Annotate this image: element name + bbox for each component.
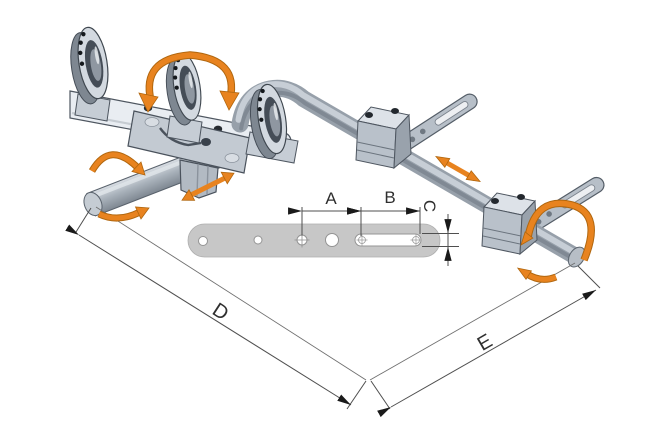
dim-label-D: D (208, 299, 232, 325)
plate-hole-4 (325, 233, 339, 247)
rotate-arrow-left-rod-upper-icon (88, 151, 146, 176)
right-rod-end-cap (567, 246, 586, 268)
drilled-flat-plate (187, 223, 441, 258)
clamp-screw (391, 108, 399, 114)
clamp-screw (517, 194, 525, 200)
clamp-screw (491, 198, 499, 204)
rotate-arrow-right-rod-upper-icon (520, 199, 595, 262)
dim-label-E: E (474, 330, 497, 356)
center-cross-clamp (127, 110, 251, 174)
dim-label-A: A (325, 189, 337, 208)
plate-hole-2 (253, 235, 263, 245)
arm-slot (434, 101, 469, 126)
motion-arrows (88, 51, 595, 283)
clamp-screw (365, 112, 373, 118)
left-rod-end-cap (83, 191, 103, 217)
slide-arrow-center-clamp-icon (181, 171, 235, 201)
dim-label-C: C (420, 200, 439, 212)
plate-hole-1 (198, 236, 208, 246)
arm-hole (419, 128, 426, 135)
dim-line-D (65, 224, 352, 406)
arm-hole (409, 136, 416, 143)
arm-hole (546, 211, 552, 217)
clamp-block-1 (355, 106, 412, 170)
dim-label-B: B (384, 188, 395, 207)
cam-pin (201, 138, 211, 146)
rotate-arrow-middle-ring-icon (138, 51, 240, 113)
slide-arrow-right-rod-icon (435, 155, 481, 183)
rotate-arrow-right-rod-lower-icon (516, 267, 558, 283)
rotate-arrow-left-rod-lower-icon (97, 206, 150, 222)
dim-line-E (377, 289, 597, 418)
slotted-arm-1 (390, 93, 478, 157)
